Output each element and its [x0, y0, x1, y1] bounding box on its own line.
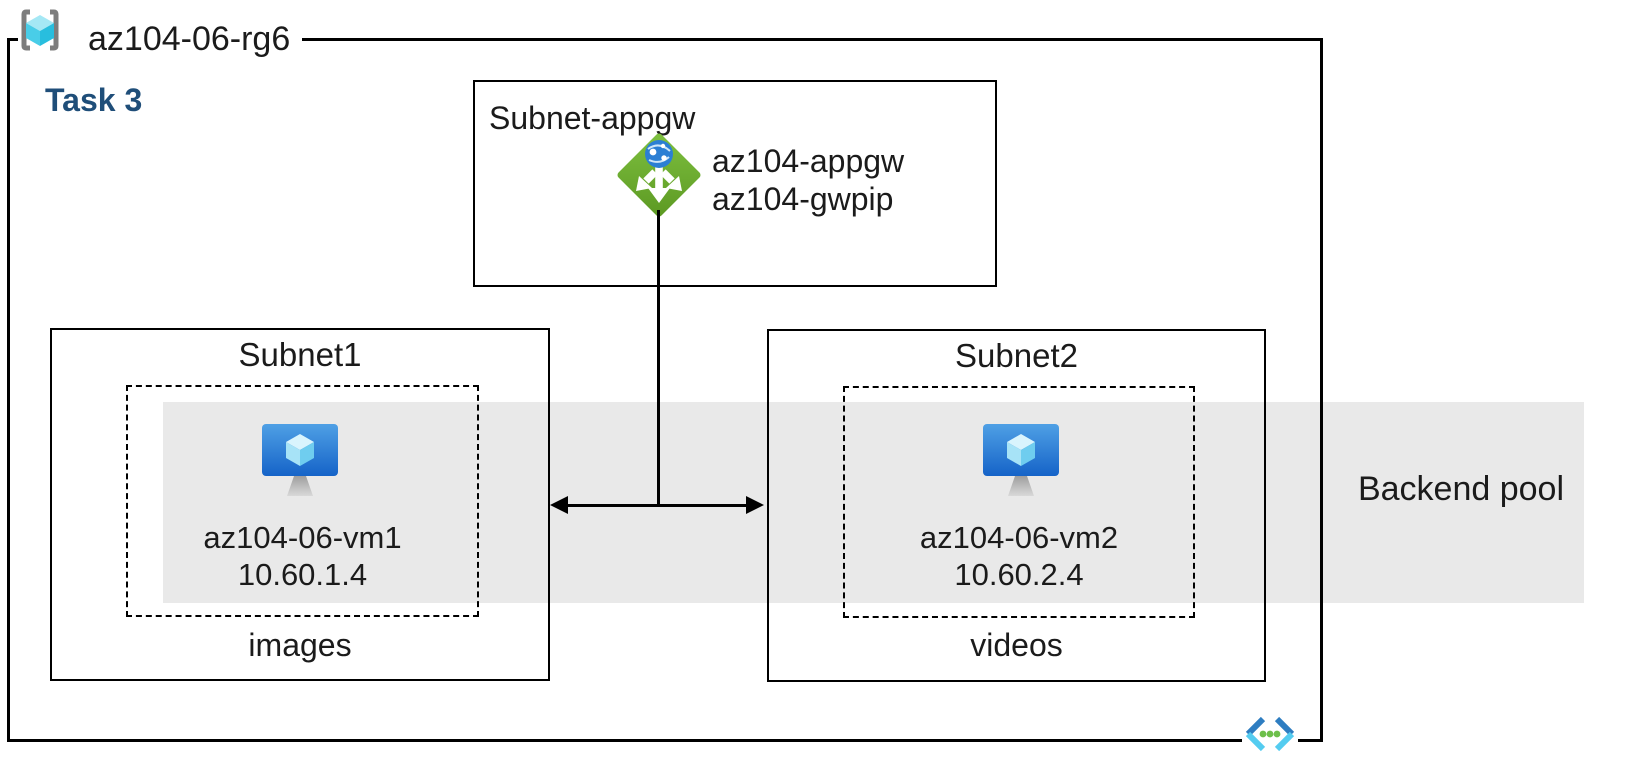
vm2-ip: 10.60.2.4: [954, 557, 1084, 592]
subnet-appgw-title: Subnet-appgw: [489, 100, 696, 136]
subnet2-backend-dashed-box: [843, 386, 1195, 618]
application-gateway-icon: [617, 133, 701, 217]
virtual-network-icon: [1242, 712, 1298, 758]
subnet1-title: Subnet1: [238, 336, 362, 373]
appgw-to-subnets-connector: [657, 210, 660, 506]
subnet-appgw-box: [473, 80, 997, 287]
subnet2-storage-label: videos: [970, 627, 1063, 663]
arrowhead-right-icon: [746, 496, 764, 514]
backend-pool-band: [163, 402, 1584, 603]
appgw-public-ip-name: az104-gwpip: [712, 181, 894, 217]
resource-group-border-gap: [18, 35, 302, 45]
subnet1-backend-dashed-box: [126, 385, 479, 617]
virtual-machine-icon: [262, 424, 338, 496]
subnet1-storage-label: images: [248, 627, 352, 663]
backend-pool-label: Backend pool: [1357, 470, 1565, 508]
appgw-name: az104-appgw: [712, 143, 905, 179]
arrowhead-left-icon: [550, 496, 568, 514]
subnet-to-subnet-arrow: [560, 504, 756, 507]
vm2-name: az104-06-vm2: [919, 520, 1119, 555]
subnet1-box: [50, 328, 550, 681]
virtual-machine-icon: [983, 424, 1059, 496]
resource-group-icon: [21, 9, 59, 51]
subnet2-box: [767, 329, 1266, 682]
task-label: Task 3: [45, 82, 143, 118]
resource-group-box: [7, 38, 1323, 742]
resource-group-name: az104-06-rg6: [88, 20, 291, 58]
vm1-name: az104-06-vm1: [203, 520, 402, 555]
subnet2-title: Subnet2: [955, 337, 1078, 374]
vm1-ip: 10.60.1.4: [237, 557, 368, 592]
